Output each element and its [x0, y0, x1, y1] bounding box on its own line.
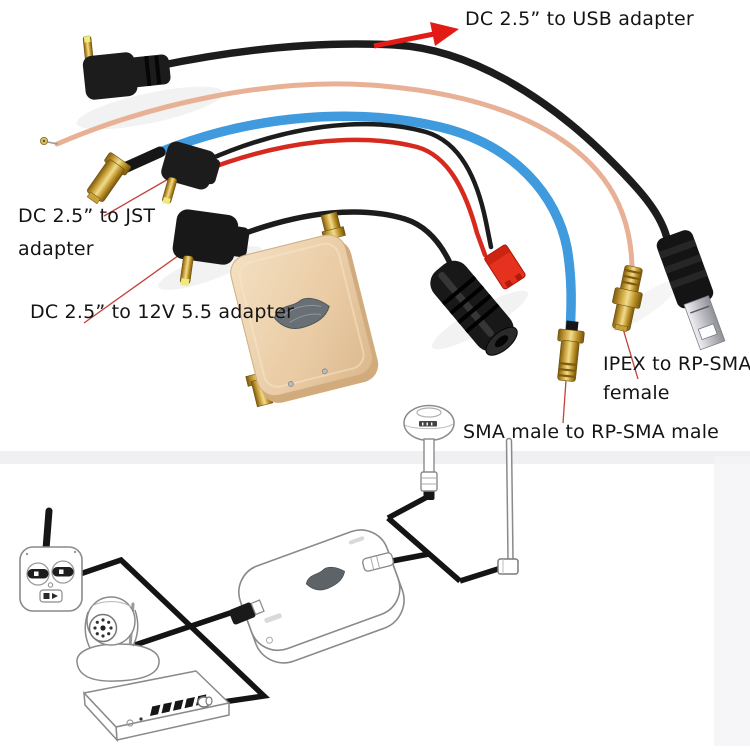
dc-plug-usb	[82, 35, 171, 100]
label-dc-jst-line2: adapter	[18, 238, 94, 260]
red-arrow	[373, 22, 459, 49]
jst-connector	[483, 243, 526, 290]
12v-cable	[240, 209, 453, 266]
line-booster-to-junction	[391, 551, 430, 564]
booster-right-connector	[362, 552, 394, 572]
label-dc-12v-adapter: DC 2.5” to 12V 5.5 adapter	[30, 299, 294, 325]
router-drawing	[83, 670, 230, 743]
booster-logo-drawing	[305, 566, 346, 591]
leader-line-ipex	[620, 321, 639, 380]
label-dc-jst-adapter: DC 2.5” to JST adapter	[18, 200, 155, 266]
dc-plug-jst	[161, 141, 221, 205]
label-ipex-line2: female	[603, 382, 670, 404]
remote-antenna	[42, 507, 53, 553]
salmon-coax	[54, 81, 635, 269]
ethernet-port	[184, 697, 195, 709]
usb-a-connector	[656, 230, 726, 351]
booster-left-plug	[229, 599, 265, 625]
label-dc-12v-adapter-text: DC 2.5” to 12V 5.5 adapter	[30, 301, 295, 323]
label-dc-usb-adapter-text: DC 2.5” to USB adapter	[465, 8, 694, 30]
ipex-connector	[40, 136, 59, 145]
rpsma-female-connector	[612, 265, 643, 332]
jst-adapter-cable	[161, 121, 526, 290]
label-ipex-line1: IPEX to RP-SMA	[603, 353, 750, 375]
ethernet-port	[161, 702, 172, 714]
line-to-whip-antenna	[459, 565, 502, 584]
label-sma-rpsma-text: SMA male to RP-SMA male	[463, 421, 720, 443]
label-dc-usb-adapter: DC 2.5” to USB adapter	[465, 6, 694, 32]
line-camera-to-booster	[134, 609, 234, 648]
ethernet-port	[150, 704, 161, 716]
line-to-mushroom-antenna	[386, 493, 431, 521]
mushroom-antenna-drawing	[403, 404, 455, 500]
backdrop-edge	[0, 451, 750, 464]
dc-12v-adapter-cable	[172, 209, 518, 356]
ethernet-port	[173, 699, 184, 711]
backdrop-shade	[714, 456, 750, 746]
label-ipex-rpsma: IPEX to RP-SMA female	[603, 350, 750, 408]
blue-cable	[153, 111, 576, 340]
sma-male-connector-right	[557, 320, 585, 382]
label-dc-jst-line1: DC 2.5” to JST	[18, 205, 156, 227]
booster-screw	[288, 381, 294, 387]
connection-lines	[79, 493, 502, 707]
remote-controller-drawing	[19, 507, 83, 612]
jst-red-wire	[200, 137, 488, 258]
sma-rpsma-cable	[86, 111, 585, 382]
wifi-booster-photo	[230, 211, 379, 408]
dc-plug-12v	[172, 209, 250, 287]
label-sma-rpsma: SMA male to RP-SMA male	[463, 419, 719, 445]
booster-screw	[321, 368, 328, 375]
ipex-rpsma-cable	[40, 81, 643, 332]
usb-adapter-cable	[82, 35, 726, 351]
jst-black-wire	[205, 121, 494, 250]
usb-cable	[154, 40, 672, 247]
ip-camera-drawing	[76, 596, 160, 682]
whip-antenna-drawing	[497, 437, 519, 575]
sma-male-connector-left	[86, 152, 131, 205]
barrel-jack-female	[430, 260, 518, 356]
wifi-booster-drawing	[229, 529, 405, 664]
line-junction-diagonal	[386, 515, 462, 584]
